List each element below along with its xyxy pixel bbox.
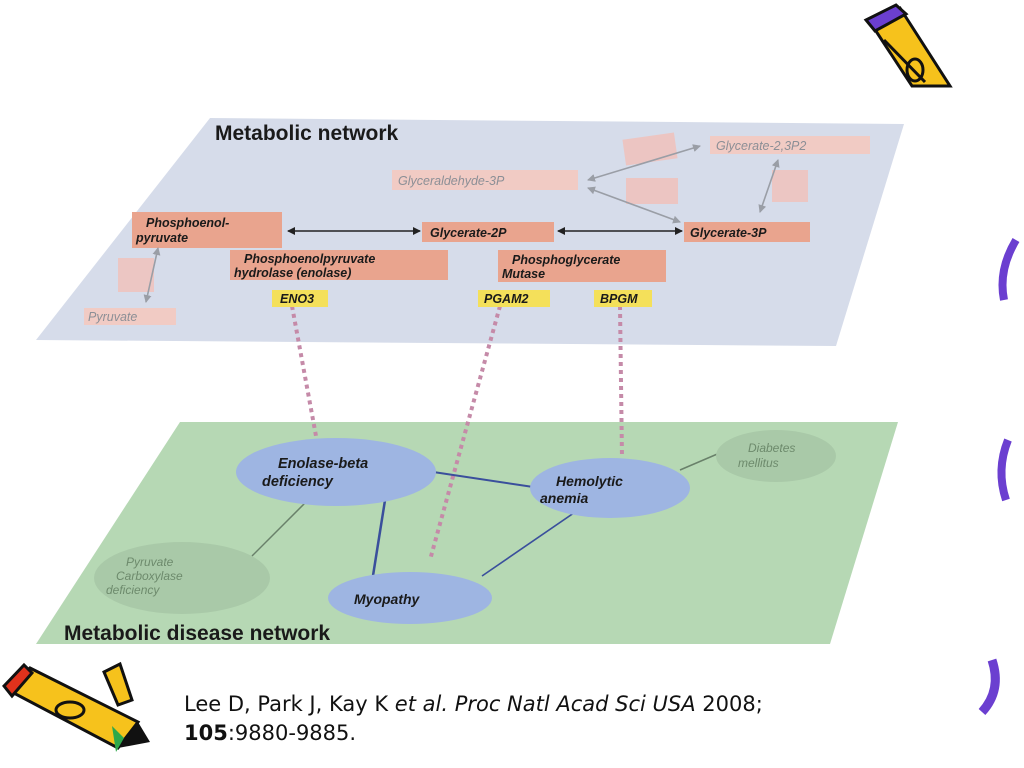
- pgam2-box: [478, 290, 550, 307]
- phosphoenolpyruvate-box: [132, 212, 282, 248]
- diabetes-mellitus-node: [716, 430, 836, 482]
- phosphoenolpyruvate-label-1: Phosphoenol-: [146, 216, 229, 230]
- pyruvate-carboxylase-label-2: Carboxylase: [116, 569, 183, 583]
- citation: Lee D, Park J, Kay K et al. Proc Natl Ac…: [184, 690, 904, 748]
- phosphoenolpyruvate-label-2: pyruvate: [135, 231, 188, 245]
- metabolic-network-title: Metabolic network: [215, 122, 399, 145]
- disease-nodes: [94, 430, 836, 624]
- enolase-beta-label-2: deficiency: [262, 474, 334, 490]
- enolase-enzyme-label-2: hydrolase (enolase): [234, 266, 351, 280]
- eno3-box: [272, 290, 328, 307]
- mutase-enzyme-box: [498, 250, 666, 282]
- citation-volume: 105: [184, 721, 228, 745]
- disease-links: [251, 451, 723, 583]
- hemolytic-anemia-node: [530, 458, 690, 518]
- citation-year: 2008;: [695, 692, 763, 716]
- bpgm-box: [594, 290, 652, 307]
- glycerate-2p-box: [422, 222, 554, 242]
- bpgm-label: BPGM: [600, 292, 638, 306]
- glycerate-23p2-box: [710, 136, 870, 154]
- gene-disease-links: [290, 305, 624, 561]
- hemolytic-anemia-label-2: anemia: [540, 490, 588, 506]
- glycerate-3p-label: Glycerate-3P: [690, 226, 767, 240]
- mutase-enzyme-label-1: Phosphoglycerate: [512, 253, 620, 267]
- glycerate-2p-label: Glycerate-2P: [430, 226, 507, 240]
- glycerate-3p-box: [684, 222, 810, 242]
- pyruvate-label: Pyruvate: [88, 310, 137, 324]
- pyruvate-carboxylase-node: [94, 542, 270, 614]
- mutase-enzyme-label-2: Mutase: [502, 267, 545, 281]
- eno3-label: ENO3: [280, 292, 314, 306]
- glyceraldehyde-3p-label: Glyceraldehyde-3P: [398, 174, 505, 188]
- citation-journal: Proc Natl Acad Sci USA: [448, 692, 696, 716]
- enolase-beta-deficiency-node: [236, 438, 436, 506]
- myopathy-label: Myopathy: [354, 591, 421, 607]
- pyruvate-carboxylase-label-3: deficiency: [106, 583, 160, 597]
- diabetes-mellitus-label-1: Diabetes: [748, 441, 795, 455]
- enolase-enzyme-label-1: Phosphoenolpyruvate: [244, 252, 375, 266]
- metabolite-boxes: [84, 136, 870, 325]
- reaction-arrows: [143, 144, 780, 303]
- enolase-enzyme-box: [230, 250, 448, 280]
- decorative-swoosh: [978, 237, 1020, 716]
- myopathy-node: [328, 572, 492, 624]
- pgam2-label: PGAM2: [484, 292, 529, 306]
- pencil-icon: [2, 661, 150, 752]
- citation-pages: :9880-9885.: [227, 721, 357, 745]
- pyruvate-carboxylase-label-1: Pyruvate: [126, 555, 174, 569]
- gene-boxes: [272, 290, 652, 307]
- enolase-beta-label-1: Enolase-beta: [278, 456, 368, 472]
- hemolytic-anemia-label-1: Hemolytic: [556, 473, 623, 489]
- glyceraldehyde-3p-box: [392, 170, 578, 190]
- pencil-icon: [863, 3, 953, 88]
- disease-network-title: Metabolic disease network: [64, 622, 330, 645]
- glycerate-23p2-label: Glycerate-2,3P2: [716, 139, 806, 153]
- diabetes-mellitus-label-2: mellitus: [738, 456, 779, 470]
- citation-etal: et al.: [394, 692, 449, 716]
- citation-authors: Lee D, Park J, Kay K: [184, 692, 395, 716]
- pyruvate-box: [84, 308, 176, 325]
